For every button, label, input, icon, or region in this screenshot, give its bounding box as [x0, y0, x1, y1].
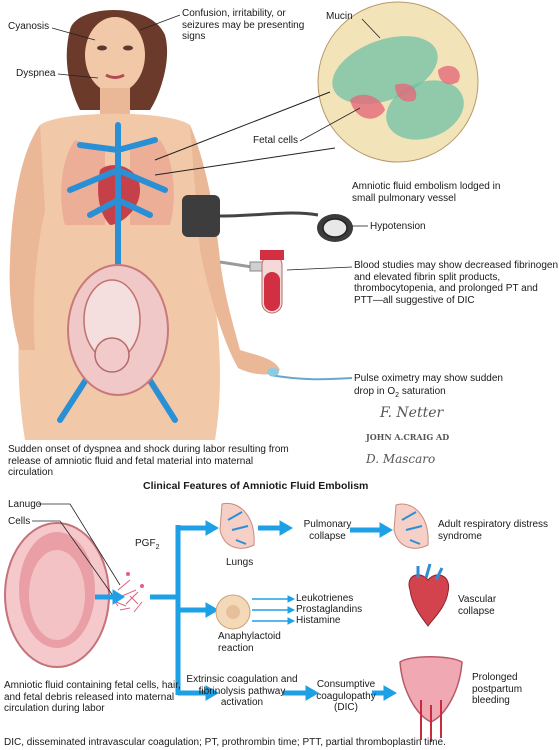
leukotrienes-label: Leukotrienes [296, 593, 354, 604]
ards-label: Adult respiratory distress syndrome [438, 519, 549, 542]
vascular-collapse-label: Vascular collapse [458, 594, 497, 617]
pulse-oximetry-label-line2: drop in O2 saturation [354, 386, 446, 402]
heart-illustration [408, 563, 450, 627]
confusion-label: Confusion, irritability, or seizures may… [182, 8, 305, 42]
embolism-label: Amniotic fluid embolism lodged in small … [352, 181, 501, 204]
consumptive-coagulopathy-label: Consumptive coagulopathy (DIC) [316, 679, 376, 713]
figure-title: Clinical Features of Amniotic Fluid Embo… [143, 480, 369, 492]
hypotension-label: Hypotension [370, 221, 426, 232]
lanugo-label: Lanugo [8, 499, 42, 510]
cyanosis-label: Cyanosis [8, 21, 50, 32]
pgf-subscript: 2 [155, 544, 160, 551]
histamine-label: Histamine [296, 615, 341, 626]
amniotic-fluid-label: Amniotic fluid containing fetal cells, h… [4, 680, 181, 714]
footnote: DIC, disseminated intravascular coagulat… [4, 737, 446, 748]
mast-cell-illustration [215, 594, 251, 630]
dyspnea-label: Dyspnea [16, 68, 56, 79]
pgf2-label: PGF2 [135, 538, 159, 554]
uterus-illustration [4, 522, 110, 668]
anaphylactoid-label: Anaphylactoid reaction [218, 631, 281, 654]
prostaglandins-label: Prostaglandins [296, 604, 363, 615]
pulse-oximetry-label-line1: Pulse oximetry may show sudden [354, 373, 503, 384]
fetal-cells-label: Fetal cells [253, 135, 299, 146]
microscopic-view [317, 1, 479, 163]
signature-mascaro: D. Mascaro [366, 452, 436, 466]
pulse-oximetry-text-end: saturation [399, 386, 446, 397]
sudden-onset-label: Sudden onset of dyspnea and shock during… [8, 444, 289, 478]
extrinsic-coagulation-label: Extrinsic coagulation and fibrinolysis p… [186, 674, 298, 708]
bleeding-uterus-illustration [399, 656, 463, 742]
signature-netter: F. Netter [380, 405, 444, 421]
blood-studies-label: Blood studies may show decreased fibrino… [354, 260, 559, 306]
ards-lungs-illustration [393, 503, 429, 549]
signature-craig: JOHN A.CRAIG AD [366, 432, 450, 442]
postpartum-bleeding-label: Prolonged postpartum bleeding [472, 672, 523, 706]
lungs-label: Lungs [226, 557, 254, 568]
woman-figure [9, 10, 353, 440]
pulmonary-collapse-label: Pulmonary collapse [303, 519, 352, 542]
mucin-label: Mucin [326, 11, 353, 22]
lungs-illustration [219, 502, 255, 549]
lanugo-cluster [111, 572, 144, 613]
cells-label: Cells [8, 516, 31, 527]
pulse-oximetry-text: drop in O [354, 386, 396, 397]
blood-tube [260, 250, 284, 314]
pgf-text: PGF [135, 538, 156, 549]
o2-subscript: 2 [395, 392, 400, 399]
